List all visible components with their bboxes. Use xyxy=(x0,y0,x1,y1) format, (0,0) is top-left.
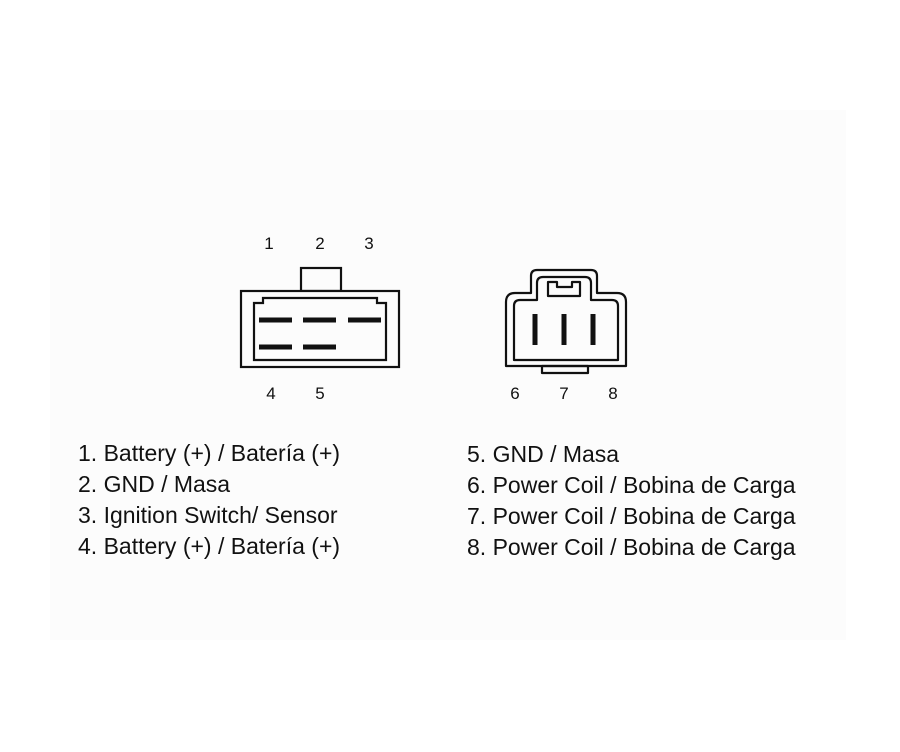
legend-item-7: 7. Power Coil / Bobina de Carga xyxy=(467,503,796,529)
right-connector-cavity xyxy=(512,275,620,362)
legend-item-8: 8. Power Coil / Bobina de Carga xyxy=(467,534,796,560)
legend-item-5: 5. GND / Masa xyxy=(467,441,620,467)
legend-left: 1. Battery (+) / Batería (+) 2. GND / Ma… xyxy=(78,438,340,562)
left-connector-body xyxy=(239,289,401,369)
pin-label-6: 6 xyxy=(510,384,520,403)
legend-item-4: 4. Battery (+) / Batería (+) xyxy=(78,533,341,559)
pin-label-1: 1 xyxy=(264,234,274,253)
diagram-panel xyxy=(50,110,846,640)
pin-label-3: 3 xyxy=(364,234,374,253)
legend-right: 5. GND / Masa 6. Power Coil / Bobina de … xyxy=(467,439,796,563)
legend-item-2: 2. GND / Masa xyxy=(78,471,231,497)
pin-label-5: 5 xyxy=(315,384,325,403)
left-connector-cavity xyxy=(252,296,388,362)
legend-item-6: 6. Power Coil / Bobina de Carga xyxy=(467,472,796,498)
legend-item-1: 1. Battery (+) / Batería (+) xyxy=(78,440,341,466)
right-connector-latch xyxy=(546,280,582,298)
pin-label-4: 4 xyxy=(266,384,276,403)
right-connector-key xyxy=(540,364,590,375)
pin-label-8: 8 xyxy=(608,384,618,403)
pin-label-7: 7 xyxy=(559,384,569,403)
pin-label-2: 2 xyxy=(315,234,325,253)
legend-item-3: 3. Ignition Switch/ Sensor xyxy=(78,502,338,528)
